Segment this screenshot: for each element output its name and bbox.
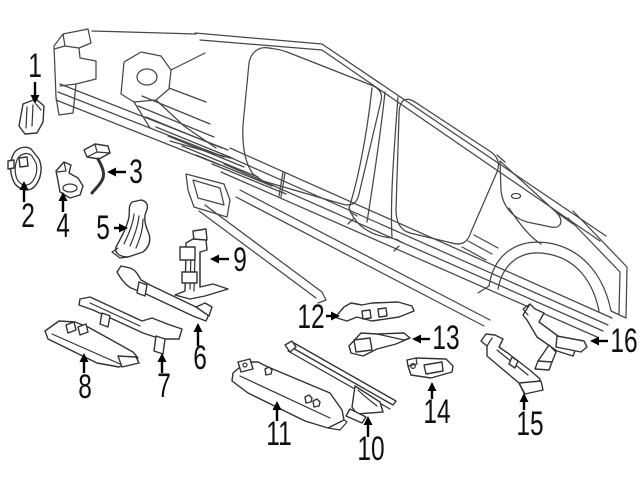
callout-arrow-4 bbox=[58, 192, 68, 212]
callout-label-9[interactable]: 9 bbox=[233, 241, 247, 279]
part-7-drawing bbox=[78, 296, 183, 355]
callout-arrow-7 bbox=[157, 353, 167, 373]
callout-arrow-5 bbox=[114, 223, 128, 233]
callout-label-4[interactable]: 4 bbox=[56, 207, 70, 245]
callout-label-12[interactable]: 12 bbox=[297, 298, 325, 336]
callout-label-10[interactable]: 10 bbox=[357, 430, 385, 468]
callout-arrow-13 bbox=[412, 334, 430, 344]
callout-label-6[interactable]: 6 bbox=[193, 339, 207, 377]
part-12-drawing bbox=[336, 301, 415, 322]
callout-arrow-11 bbox=[272, 401, 282, 421]
callout-label-16[interactable]: 16 bbox=[610, 322, 638, 360]
callout-arrow-2 bbox=[19, 181, 29, 202]
part-6-drawing bbox=[116, 265, 213, 322]
part-4-drawing bbox=[55, 161, 84, 199]
callout-arrow-10 bbox=[363, 416, 373, 437]
callout-label-5[interactable]: 5 bbox=[96, 209, 110, 247]
callout-label-7[interactable]: 7 bbox=[157, 367, 171, 405]
callout-label-15[interactable]: 15 bbox=[516, 405, 544, 443]
callout-arrow-3 bbox=[107, 167, 126, 177]
part-8-drawing bbox=[44, 320, 140, 368]
callout-arrow-1 bbox=[30, 82, 40, 104]
part-5-drawing bbox=[111, 199, 151, 259]
callout-label-3[interactable]: 3 bbox=[129, 153, 143, 191]
part-16-drawing bbox=[522, 303, 588, 371]
part-14-drawing bbox=[406, 357, 454, 379]
part-11-drawing bbox=[231, 358, 348, 431]
part-9-drawing bbox=[174, 228, 229, 300]
callout-arrow-14 bbox=[427, 382, 437, 399]
callout-arrow-8 bbox=[79, 353, 89, 373]
part-10-drawing bbox=[284, 340, 397, 424]
callout-label-1[interactable]: 1 bbox=[28, 47, 42, 85]
callout-arrow-15 bbox=[519, 393, 529, 410]
callout-label-13[interactable]: 13 bbox=[432, 319, 460, 357]
part-15-drawing bbox=[480, 333, 544, 395]
callout-label-8[interactable]: 8 bbox=[78, 368, 92, 406]
part-1-drawing bbox=[18, 98, 45, 135]
part-3-drawing bbox=[83, 143, 111, 195]
callout-label-11[interactable]: 11 bbox=[266, 415, 292, 453]
callout-arrows bbox=[19, 82, 608, 437]
callout-arrow-6 bbox=[193, 323, 203, 346]
car-body-drawing bbox=[53, 28, 628, 338]
callout-label-14[interactable]: 14 bbox=[423, 393, 451, 431]
callout-arrow-16 bbox=[590, 336, 608, 346]
part-2-drawing bbox=[7, 146, 42, 191]
part-13-drawing bbox=[348, 332, 411, 357]
callout-label-2[interactable]: 2 bbox=[21, 197, 35, 235]
callout-arrow-12 bbox=[326, 311, 340, 321]
callout-arrow-9 bbox=[210, 254, 229, 264]
